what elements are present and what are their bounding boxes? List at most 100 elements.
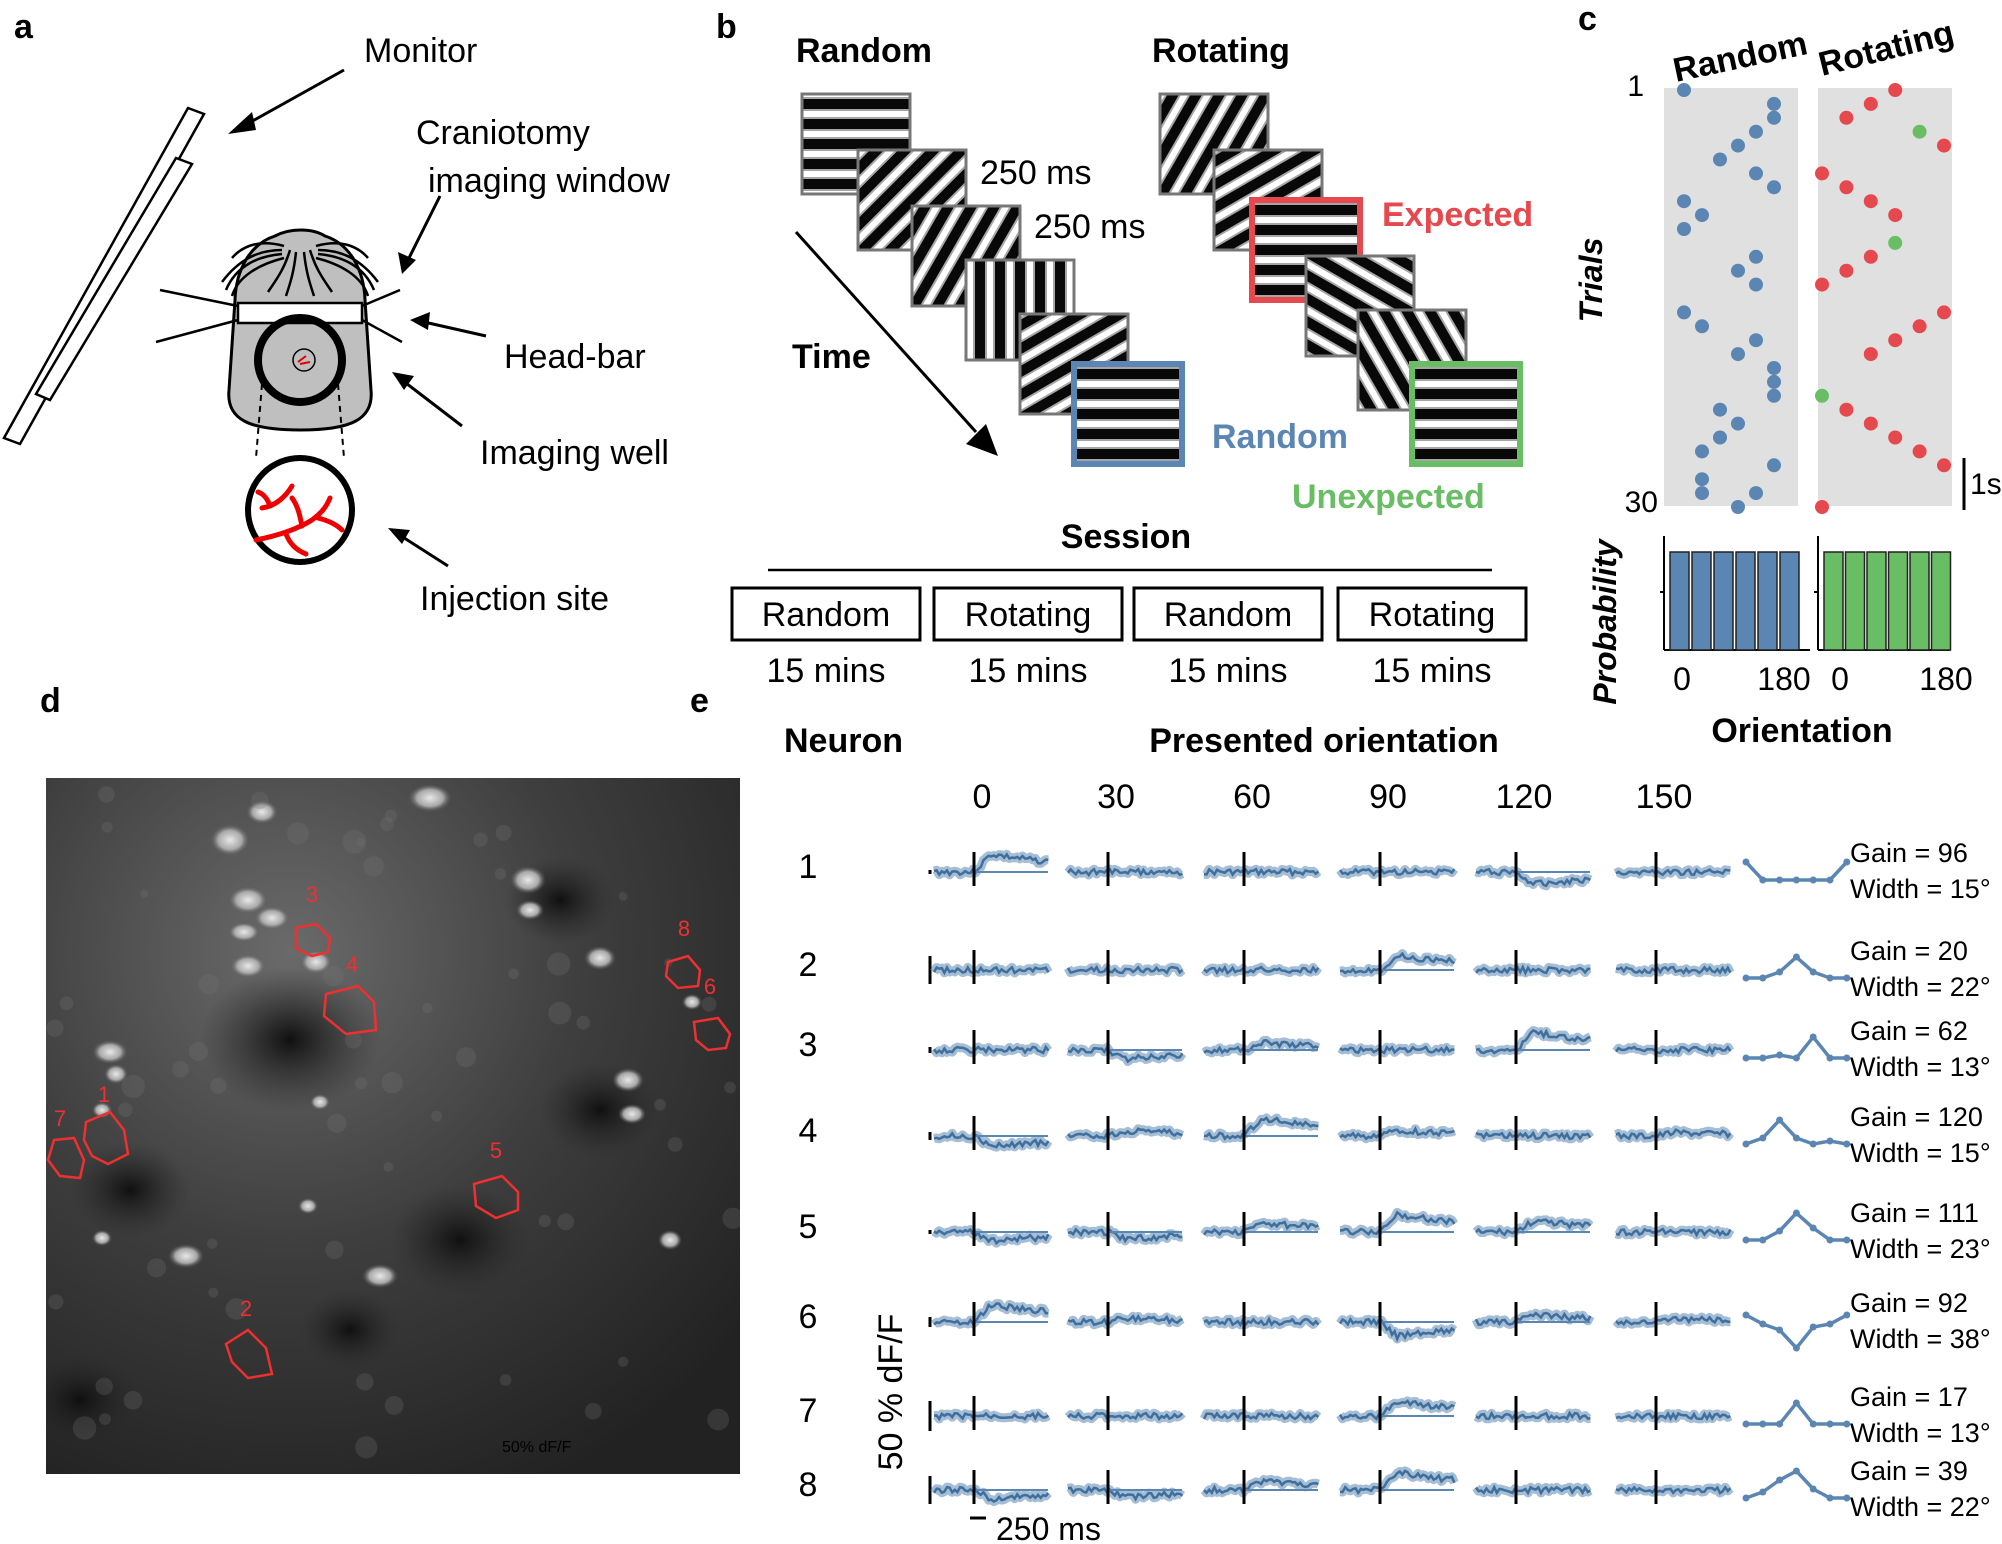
random-prob-bar <box>1691 551 1712 651</box>
orientation-title: Presented orientation <box>1149 722 1499 760</box>
gain-label-1: Gain = 96 <box>1850 838 1968 868</box>
rotating-trials-bg <box>1818 88 1952 506</box>
b-random-title: Random <box>796 32 932 70</box>
response-trace <box>1338 1399 1455 1421</box>
response-trace <box>1339 1126 1455 1141</box>
width-label-5: Width = 23° <box>1850 1234 1991 1264</box>
trials-axis-label: Trials <box>1573 238 1609 323</box>
rotating-prob-bar <box>1823 551 1844 651</box>
tuning-point <box>1776 1476 1784 1484</box>
response-trace <box>1067 1485 1184 1502</box>
unexpected-trial-dot <box>1815 388 1829 403</box>
response-trace <box>933 1410 1050 1422</box>
c-random-title: Random <box>1670 24 1811 89</box>
neuron-id-8: 8 <box>799 1466 818 1504</box>
panel-a: a Monitor <box>2 8 670 618</box>
rotating-trial-dot <box>1815 277 1829 292</box>
rotating-trial-dot <box>1839 180 1854 195</box>
response-trace <box>1203 1039 1319 1055</box>
rotating-trial-dot <box>1937 305 1951 320</box>
panel-c-letter: c <box>1578 0 1597 38</box>
c-xtick-right-180: 180 <box>1919 661 1972 697</box>
width-label-8: Width = 22° <box>1850 1492 1991 1522</box>
tuning-point <box>1809 876 1817 884</box>
orientation-header-60: 60 <box>1233 778 1271 816</box>
rotating-trial-dot <box>1839 402 1854 417</box>
tuning-point <box>1776 968 1784 976</box>
monitor-label: Monitor <box>364 32 477 70</box>
panel-b-letter: b <box>716 8 737 46</box>
probability-histograms <box>1669 551 1952 651</box>
tuning-point <box>1742 1311 1750 1319</box>
response-trace <box>1203 1477 1319 1496</box>
tuning-point <box>1742 1140 1750 1148</box>
roi-label-2: 2 <box>240 1296 252 1321</box>
tuning-point <box>1843 974 1851 982</box>
response-trace <box>1475 964 1591 976</box>
response-trace <box>933 1227 1050 1246</box>
random-trial-dot <box>1767 110 1781 125</box>
response-trace <box>1615 1227 1732 1238</box>
injection-label: Injection site <box>420 580 609 618</box>
random-trial-dot <box>1731 347 1745 362</box>
response-trace <box>933 1131 1050 1149</box>
response-trace <box>1067 1127 1183 1141</box>
random-prob-bar <box>1779 551 1800 651</box>
rotating-prob-bar <box>1909 551 1930 651</box>
random-trial-dot <box>1695 486 1709 501</box>
tuning-point <box>1759 1054 1767 1062</box>
tuning-point <box>1792 1467 1800 1475</box>
unexpected-trial-dot <box>1888 235 1903 250</box>
trial-start-label: 1 <box>1627 70 1644 103</box>
craniotomy-label-line1: Craniotomy <box>416 114 590 152</box>
tuning-point <box>1792 1399 1800 1407</box>
random-trial-dot <box>1695 319 1709 334</box>
c-rotating-title: Rotating <box>1815 14 1958 84</box>
response-trace <box>932 1044 1050 1055</box>
unexpected-grating <box>1409 361 1523 467</box>
trial-end-label: 30 <box>1625 486 1658 519</box>
rotating-trial-dot <box>1937 458 1951 473</box>
tuning-point <box>1776 1326 1784 1334</box>
probability-axis-label: Probability <box>1587 537 1623 705</box>
duration-label-1: 250 ms <box>980 154 1092 192</box>
tuning-point <box>1776 1051 1784 1059</box>
session-block-3 <box>1132 586 1324 642</box>
random-trial-dot <box>1749 249 1763 264</box>
rotating-trial-dot <box>1888 208 1903 223</box>
gain-label-3: Gain = 62 <box>1850 1016 1968 1046</box>
rotating-trial-dot <box>1863 347 1878 362</box>
tuning-point <box>1776 1227 1784 1235</box>
mouse-icon <box>155 228 403 565</box>
rotating-trial-dot <box>1863 416 1878 431</box>
c-xtick-left-0: 0 <box>1673 661 1691 697</box>
tuning-point <box>1742 1494 1750 1502</box>
random-trial-dot <box>1731 500 1745 514</box>
rotating-trial-dot <box>1888 83 1903 97</box>
gain-label-6: Gain = 92 <box>1850 1288 1968 1318</box>
response-trace <box>1475 1130 1592 1141</box>
random-trial-dot <box>1731 416 1745 431</box>
random-trial-dot <box>1713 152 1727 167</box>
random-trial-dot <box>1677 194 1691 209</box>
unexpected-trial-dot <box>1912 124 1927 139</box>
tuning-point <box>1809 1420 1817 1428</box>
response-trace <box>1475 1028 1591 1055</box>
monitor-icon <box>2 106 206 446</box>
response-trace <box>1338 867 1456 877</box>
time-label: Time <box>792 338 871 376</box>
two-photon-image <box>46 778 740 1474</box>
session-block-name-2: Rotating <box>965 596 1092 634</box>
tuning-point <box>1826 1054 1834 1062</box>
roi-1 <box>82 1110 130 1166</box>
rotating-trial-dot <box>1815 166 1829 181</box>
rotating-trial-dot <box>1839 110 1854 125</box>
random-trial-dot <box>1695 472 1709 487</box>
neuron-id-2: 2 <box>799 946 818 984</box>
roi-label-6: 6 <box>704 974 716 999</box>
tuning-point <box>1792 953 1800 961</box>
tuning-point <box>1759 1420 1767 1428</box>
response-trace <box>1615 1045 1732 1056</box>
